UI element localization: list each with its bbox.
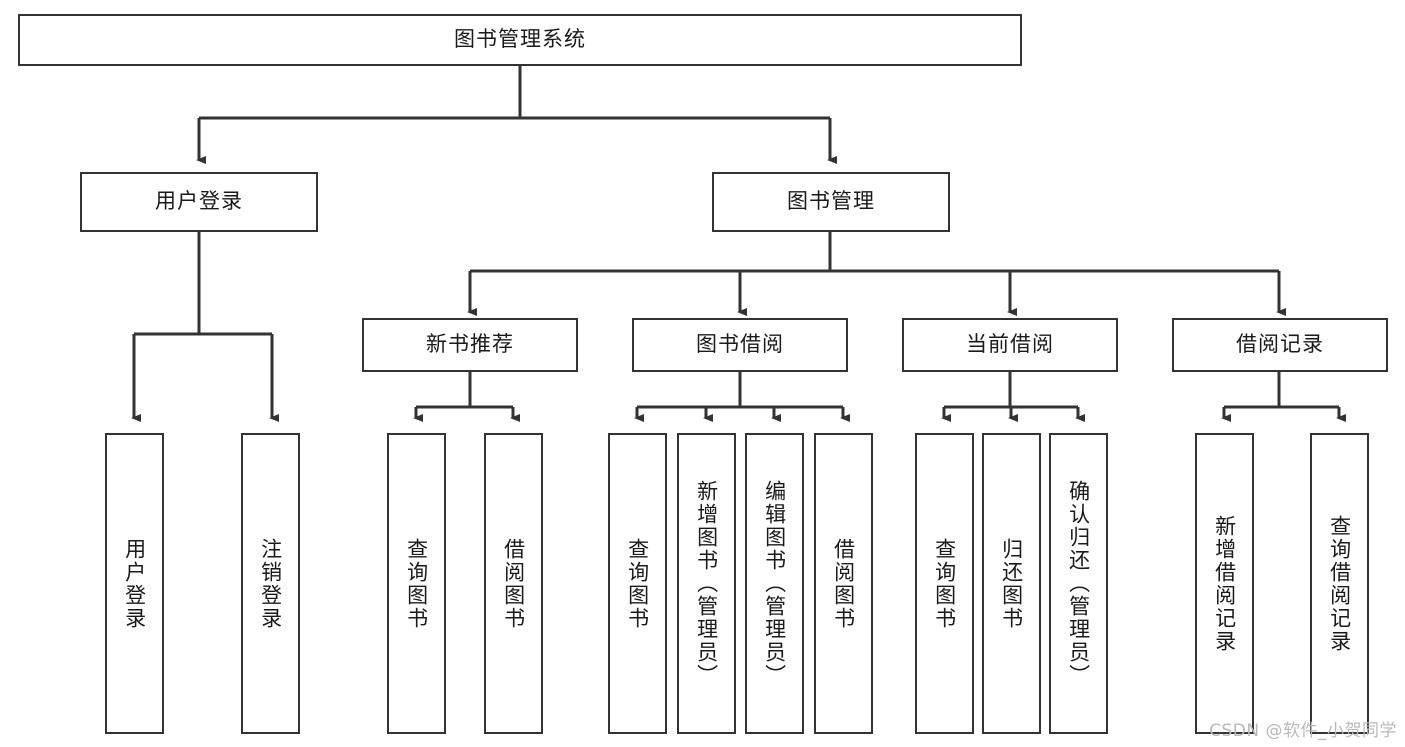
leaf-query-book-2-label: 查询图书 (625, 537, 650, 630)
leaf-logout-login[interactable]: 注销登录 (241, 433, 300, 734)
node-root[interactable]: 图书管理系统 (18, 14, 1022, 66)
node-book-manage[interactable]: 图书管理 (712, 172, 950, 232)
leaf-add-book[interactable]: 新增图书（管理员） (677, 433, 736, 734)
node-user-login[interactable]: 用户登录 (80, 172, 318, 232)
node-current-borrow[interactable]: 当前借阅 (902, 318, 1118, 372)
node-book-borrow-label: 图书借阅 (696, 332, 784, 357)
node-user-login-label: 用户登录 (155, 189, 243, 214)
leaf-edit-book-label: 编辑图书（管理员） (762, 480, 787, 687)
node-new-book-recommend-label: 新书推荐 (426, 332, 514, 357)
leaf-user-login[interactable]: 用户登录 (105, 433, 164, 734)
csdn-watermark: CSDN @软件_小贺同学 (1209, 721, 1397, 741)
leaf-query-record-label: 查询借阅记录 (1327, 514, 1352, 653)
leaf-confirm-return[interactable]: 确认归还（管理员） (1049, 433, 1108, 734)
node-root-label: 图书管理系统 (454, 27, 586, 52)
leaf-borrow-book-2-label: 借阅图书 (831, 537, 856, 630)
node-borrow-record-label: 借阅记录 (1236, 332, 1324, 357)
leaf-edit-book[interactable]: 编辑图书（管理员） (745, 433, 804, 734)
node-borrow-record[interactable]: 借阅记录 (1172, 318, 1388, 372)
node-current-borrow-label: 当前借阅 (966, 332, 1054, 357)
node-book-manage-label: 图书管理 (787, 189, 875, 214)
node-book-borrow[interactable]: 图书借阅 (632, 318, 848, 372)
leaf-query-book-3[interactable]: 查询图书 (915, 433, 974, 734)
leaf-return-book-label: 归还图书 (999, 537, 1024, 630)
leaf-query-book-1-label: 查询图书 (404, 537, 429, 630)
leaf-add-record[interactable]: 新增借阅记录 (1195, 433, 1254, 734)
leaf-borrow-book-1[interactable]: 借阅图书 (484, 433, 543, 734)
leaf-return-book[interactable]: 归还图书 (982, 433, 1041, 734)
leaf-query-record[interactable]: 查询借阅记录 (1310, 433, 1369, 734)
node-new-book-recommend[interactable]: 新书推荐 (362, 318, 578, 372)
leaf-user-login-label: 用户登录 (122, 537, 147, 630)
leaf-query-book-3-label: 查询图书 (932, 537, 957, 630)
leaf-logout-login-label: 注销登录 (258, 537, 283, 630)
leaf-add-book-label: 新增图书（管理员） (694, 480, 719, 687)
leaf-borrow-book-2[interactable]: 借阅图书 (814, 433, 873, 734)
leaf-query-book-2[interactable]: 查询图书 (608, 433, 667, 734)
leaf-query-book-1[interactable]: 查询图书 (387, 433, 446, 734)
leaf-confirm-return-label: 确认归还（管理员） (1066, 480, 1091, 687)
leaf-borrow-book-1-label: 借阅图书 (501, 537, 526, 630)
leaf-add-record-label: 新增借阅记录 (1212, 514, 1237, 653)
